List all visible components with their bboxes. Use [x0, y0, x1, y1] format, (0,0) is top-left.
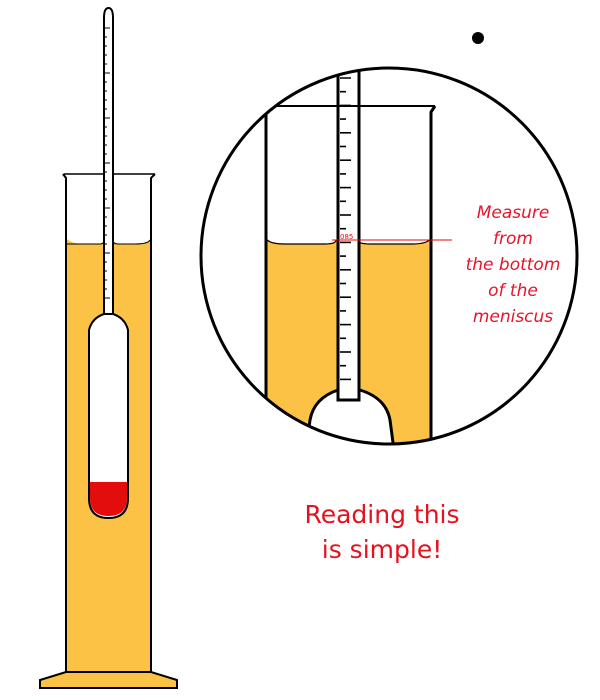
magnifier-ring [199, 66, 579, 446]
hydrometer [88, 6, 129, 520]
zoomed-stem [336, 68, 361, 402]
callout-line: of the [488, 281, 538, 301]
callout-line: meniscus [472, 307, 554, 327]
callout-line: the bottom [465, 255, 561, 275]
caption-line: Reading this [304, 500, 460, 529]
caption: Reading this is simple! [262, 497, 502, 567]
cylinder-wall-right [150, 173, 156, 672]
zoomed-scale-ticks [340, 77, 351, 381]
stem-scale-ticks [104, 27, 110, 299]
callout-line: Measure [476, 203, 550, 223]
callout-line: from [493, 229, 533, 249]
caption-line: is simple! [321, 535, 443, 564]
scale-mark-label: 085 [340, 233, 353, 241]
decorative-dot [472, 32, 484, 44]
cylinder-base [39, 671, 178, 689]
magnifier: 085 [199, 66, 579, 446]
callout-text: Measure from the bottom of the meniscus [448, 200, 578, 330]
hydrometer-ballast [90, 482, 127, 516]
cylinder-wall-left [62, 173, 67, 672]
hydrometer-bulb [88, 313, 129, 520]
